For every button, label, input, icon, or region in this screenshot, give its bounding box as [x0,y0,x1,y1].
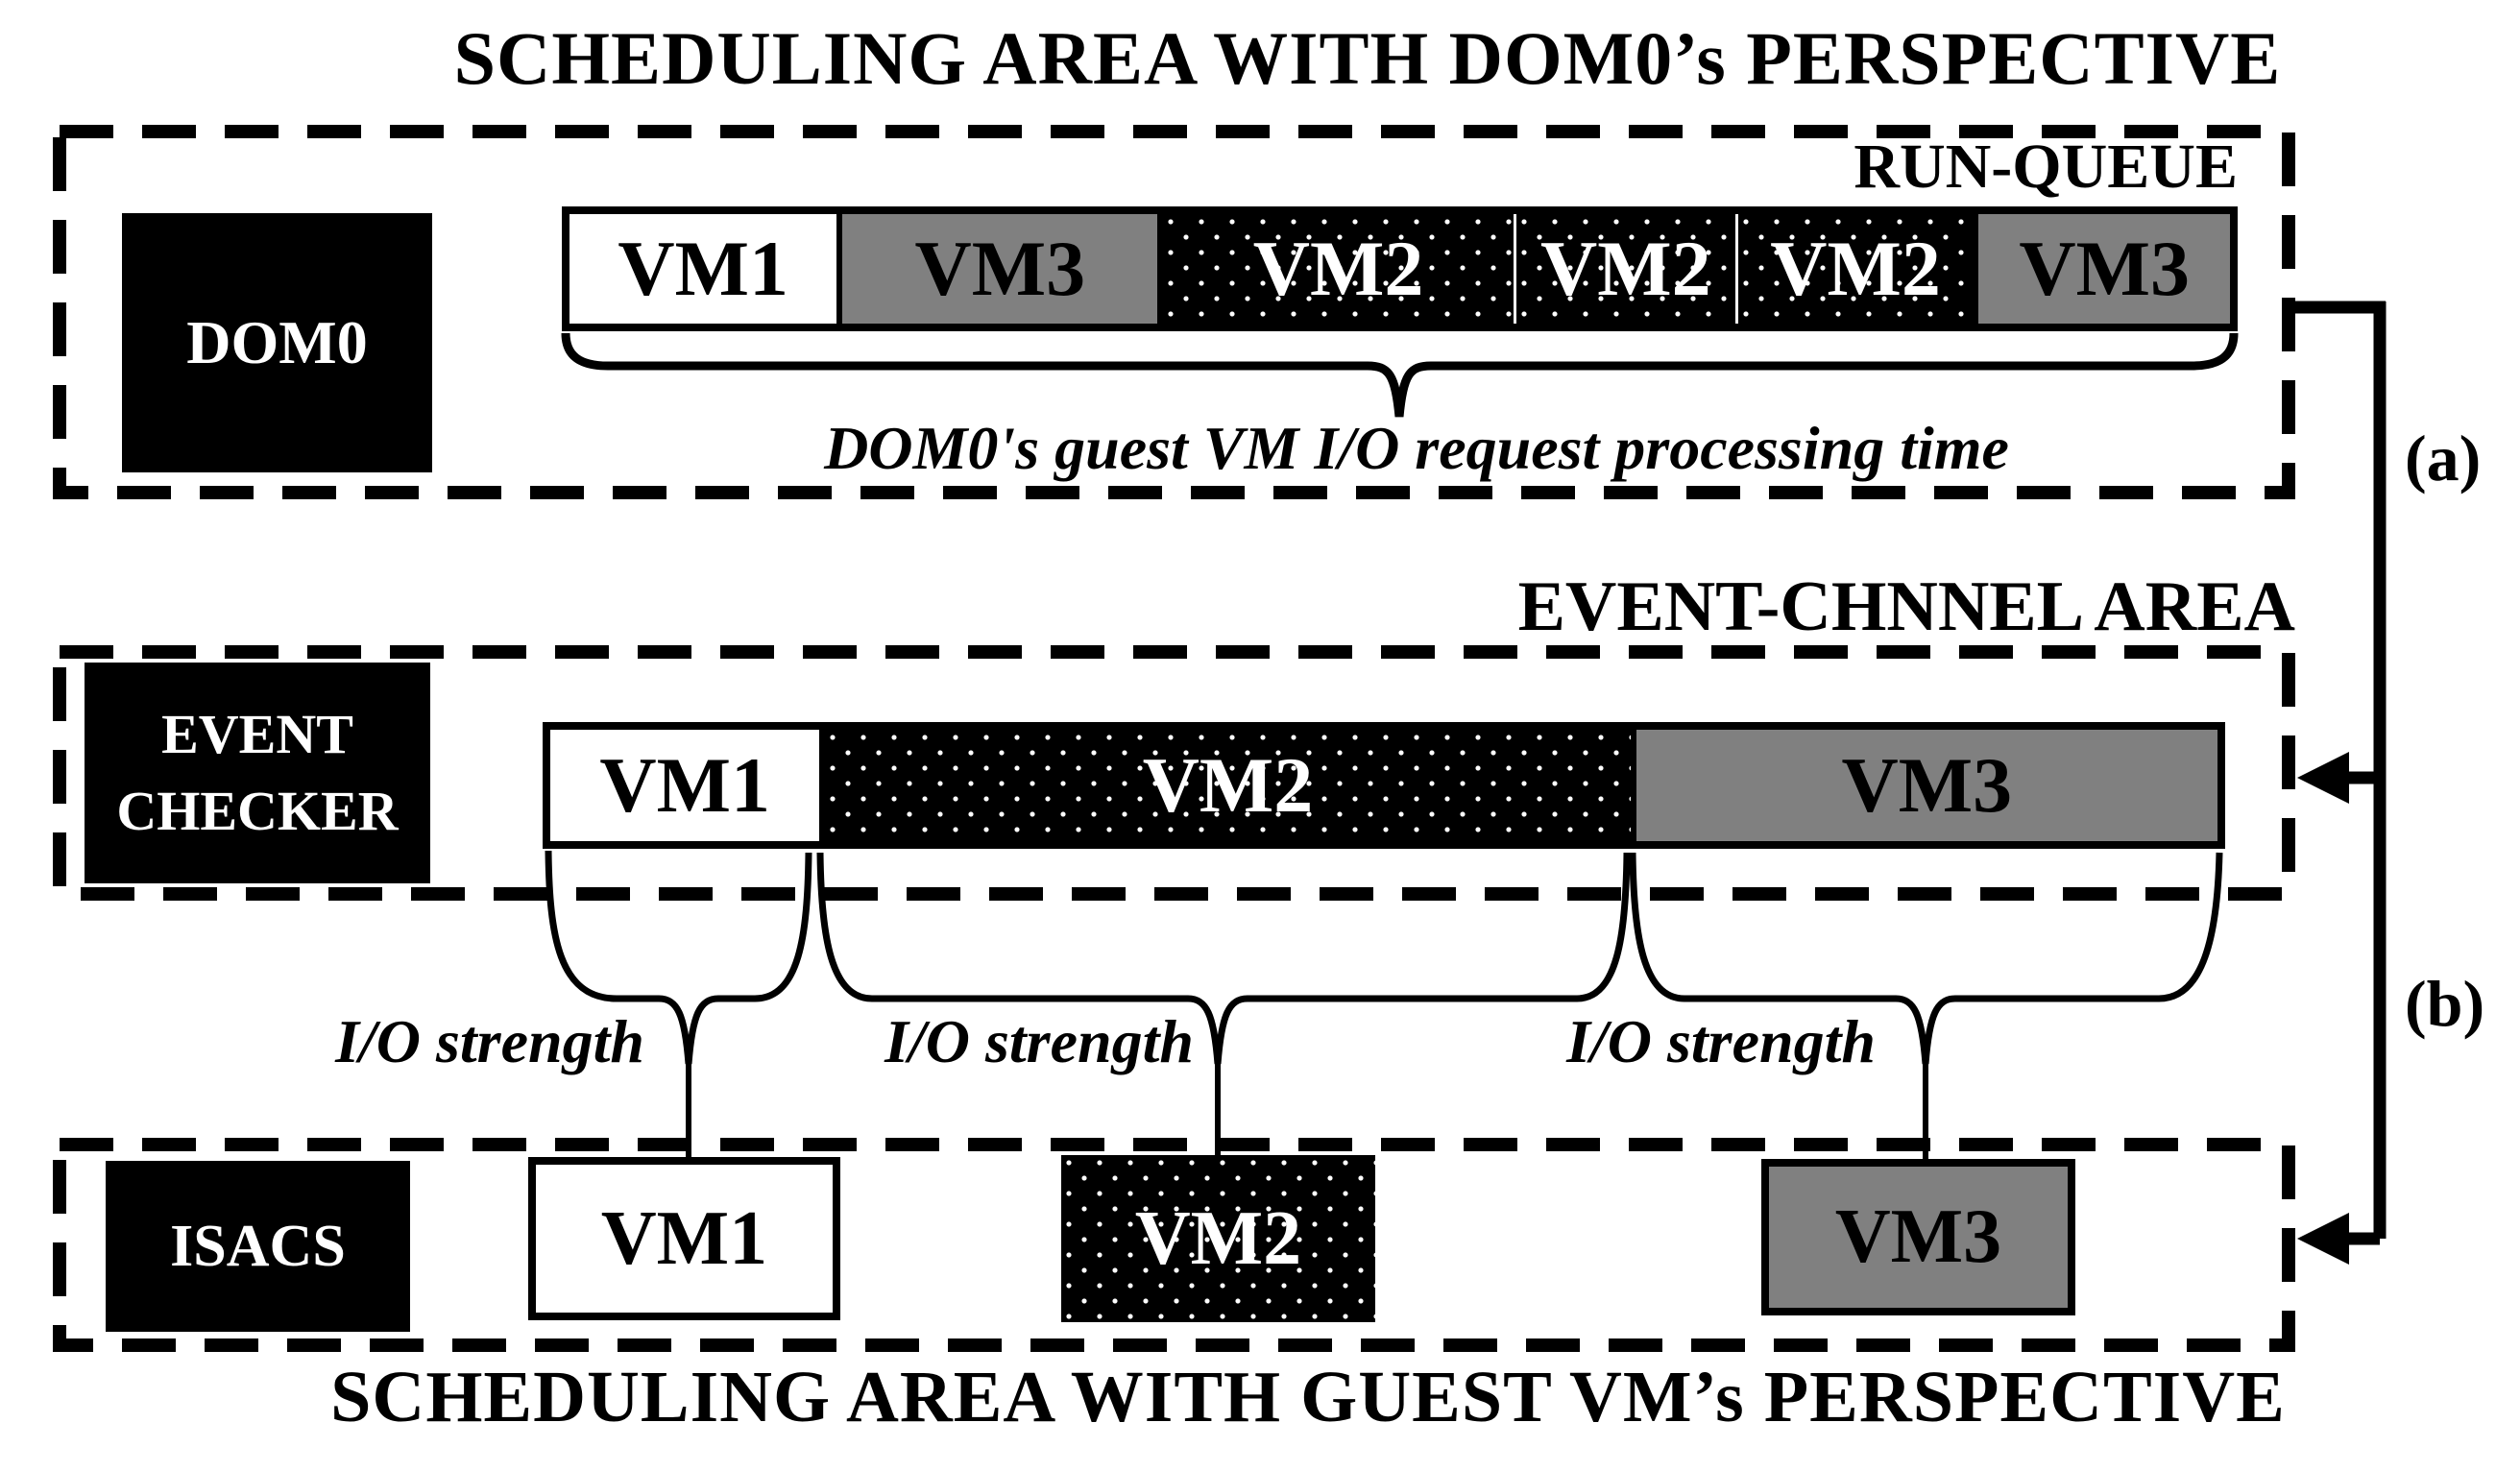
isacs-box: ISACS [106,1161,410,1332]
annotation-b: (b) [2405,967,2485,1040]
dom0-box: DOM0 [122,213,432,472]
event-segment-vm2: VM2 [819,730,1631,841]
annotation-a: (a) [2405,422,2482,494]
event-channel-area-title: EVENT-CHNNEL AREA [1517,567,2295,646]
queue-segment-vm1: VM1 [569,214,837,324]
arrow-a-head-icon [2297,752,2349,804]
io-processing-time-caption: DOM0's guest VM I/O request processing t… [824,414,2009,482]
io-strength-label-vm1: I/O strength [335,1007,644,1075]
arrow-b-head-icon [2297,1213,2349,1265]
event-checker-label-line2: CHECKER [116,780,399,842]
guest-vm3-box: VM3 [1761,1159,2075,1315]
queue-segment-vm2-third: VM2 [1734,214,1974,324]
queue-segment-vm2-first: VM2 [1157,214,1514,324]
run-queue-bar: VM1 VM3 VM2 VM2 VM2 VM3 [562,206,2238,331]
isacs-box-label: ISACS [170,1213,346,1279]
event-checker-box: EVENT CHECKER [85,663,430,883]
guest-vm2-box: VM2 [1061,1155,1375,1322]
event-checker-label-line1: EVENT [161,702,353,765]
queue-segment-vm3: VM3 [836,214,1158,324]
run-queue-label: RUN-QUEUE [1854,132,2238,202]
dom0-box-label: DOM0 [186,308,368,376]
bottom-area-title: SCHEDULING AREA WITH GUEST VM’s PERSPECT… [330,1357,2286,1437]
event-segment-vm3: VM3 [1630,730,2217,841]
queue-segment-vm2-second: VM2 [1513,214,1735,324]
event-channel-bar: VM1 VM2 VM3 [543,722,2225,849]
guest-vm1-box: VM1 [528,1157,840,1320]
event-segment-vm1: VM1 [550,730,820,841]
runqueue-underbrace [561,332,2239,418]
queue-segment-vm3-tail: VM3 [1973,214,2230,324]
io-strength-label-vm2: I/O strength [884,1007,1194,1075]
io-strength-label-vm3: I/O strength [1566,1007,1876,1075]
top-area-title: SCHEDULING AREA WITH DOM0’s PERSPECTIVE [453,16,2282,100]
